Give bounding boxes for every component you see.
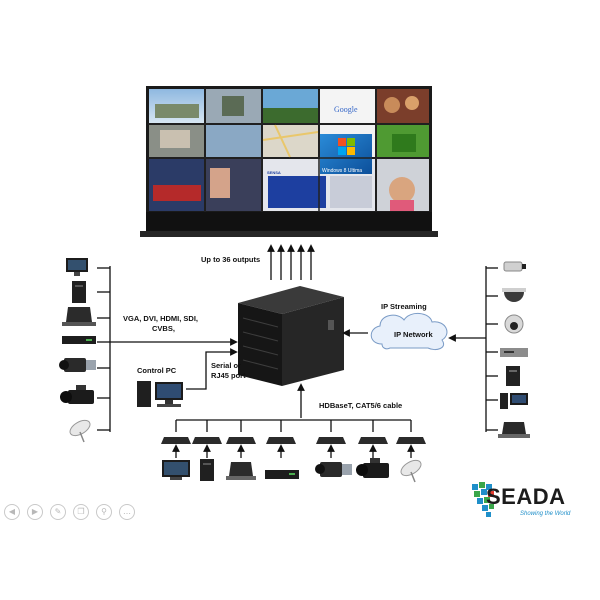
set-top-box-icon bbox=[265, 470, 299, 479]
monitor-icon bbox=[66, 258, 88, 276]
server-icon bbox=[506, 366, 520, 386]
satellite-dish-icon bbox=[400, 459, 422, 483]
matrix-switcher bbox=[238, 286, 344, 386]
dome-camera-icon bbox=[502, 288, 526, 302]
pc-tower-icon bbox=[200, 459, 214, 481]
camcorder-icon bbox=[59, 358, 96, 372]
globe-mosaic-icon bbox=[472, 482, 494, 517]
left-bus bbox=[97, 266, 238, 432]
serial-label-line2: RJ45 port bbox=[211, 371, 246, 380]
inputs-label-line2: CVBS, bbox=[152, 324, 175, 333]
seada-logo: SEADA Showing the World bbox=[468, 478, 598, 528]
monitor-icon bbox=[162, 460, 190, 480]
brand-name: SEADA bbox=[486, 484, 566, 509]
play-icon[interactable]: ▶ bbox=[27, 504, 43, 520]
more-icon[interactable]: … bbox=[119, 504, 135, 520]
edit-icon[interactable]: ✎ bbox=[50, 504, 66, 520]
serial-label-line1: Serial or bbox=[211, 361, 241, 370]
set-top-box-icon bbox=[62, 336, 96, 344]
ip-links bbox=[342, 266, 498, 432]
brand-tagline: Showing the World bbox=[520, 511, 571, 517]
laptop-icon bbox=[498, 422, 530, 438]
ptz-camera-icon bbox=[504, 314, 524, 334]
outputs-label: Up to 36 outputs bbox=[201, 255, 260, 264]
hdbaset-label: HDBaseT, CAT5/6 cable bbox=[319, 401, 402, 410]
ip-streaming-label: IP Streaming bbox=[381, 302, 427, 311]
desktop-icon bbox=[500, 393, 528, 409]
zoom-icon[interactable]: ⚲ bbox=[96, 504, 112, 520]
serial-link bbox=[186, 348, 238, 390]
nvr-icon bbox=[500, 348, 528, 357]
camcorder-icon bbox=[315, 462, 352, 477]
inputs-label-line1: VGA, DVI, HDMI, SDI, bbox=[123, 314, 198, 323]
ip-network-cloud bbox=[370, 313, 448, 351]
copy-icon[interactable]: ❐ bbox=[73, 504, 89, 520]
output-arrows bbox=[267, 244, 315, 280]
ip-camera-icon bbox=[503, 261, 526, 272]
windows-label: Windows 8 Ultima bbox=[322, 168, 362, 174]
google-logo-text: Google bbox=[334, 105, 358, 114]
laptop-icon bbox=[226, 462, 256, 480]
prev-icon[interactable]: ◀ bbox=[4, 504, 20, 520]
pro-camera-icon bbox=[60, 385, 94, 404]
control-pc-label: Control PC bbox=[137, 366, 177, 375]
hdbaset-bus bbox=[175, 383, 412, 432]
control-pc bbox=[137, 381, 183, 407]
news-banner-text: SENSA bbox=[267, 170, 281, 175]
pro-camera-icon bbox=[356, 458, 389, 478]
pc-tower-icon bbox=[72, 281, 86, 303]
hdbaset-receivers bbox=[161, 437, 426, 444]
video-wall: Google Windows 8 Ultima SENSA bbox=[140, 86, 438, 237]
satellite-dish-icon bbox=[69, 419, 91, 443]
receiver-drop-arrows bbox=[172, 444, 415, 458]
ip-network-label: IP Network bbox=[394, 330, 433, 339]
laptop-icon bbox=[62, 307, 96, 326]
